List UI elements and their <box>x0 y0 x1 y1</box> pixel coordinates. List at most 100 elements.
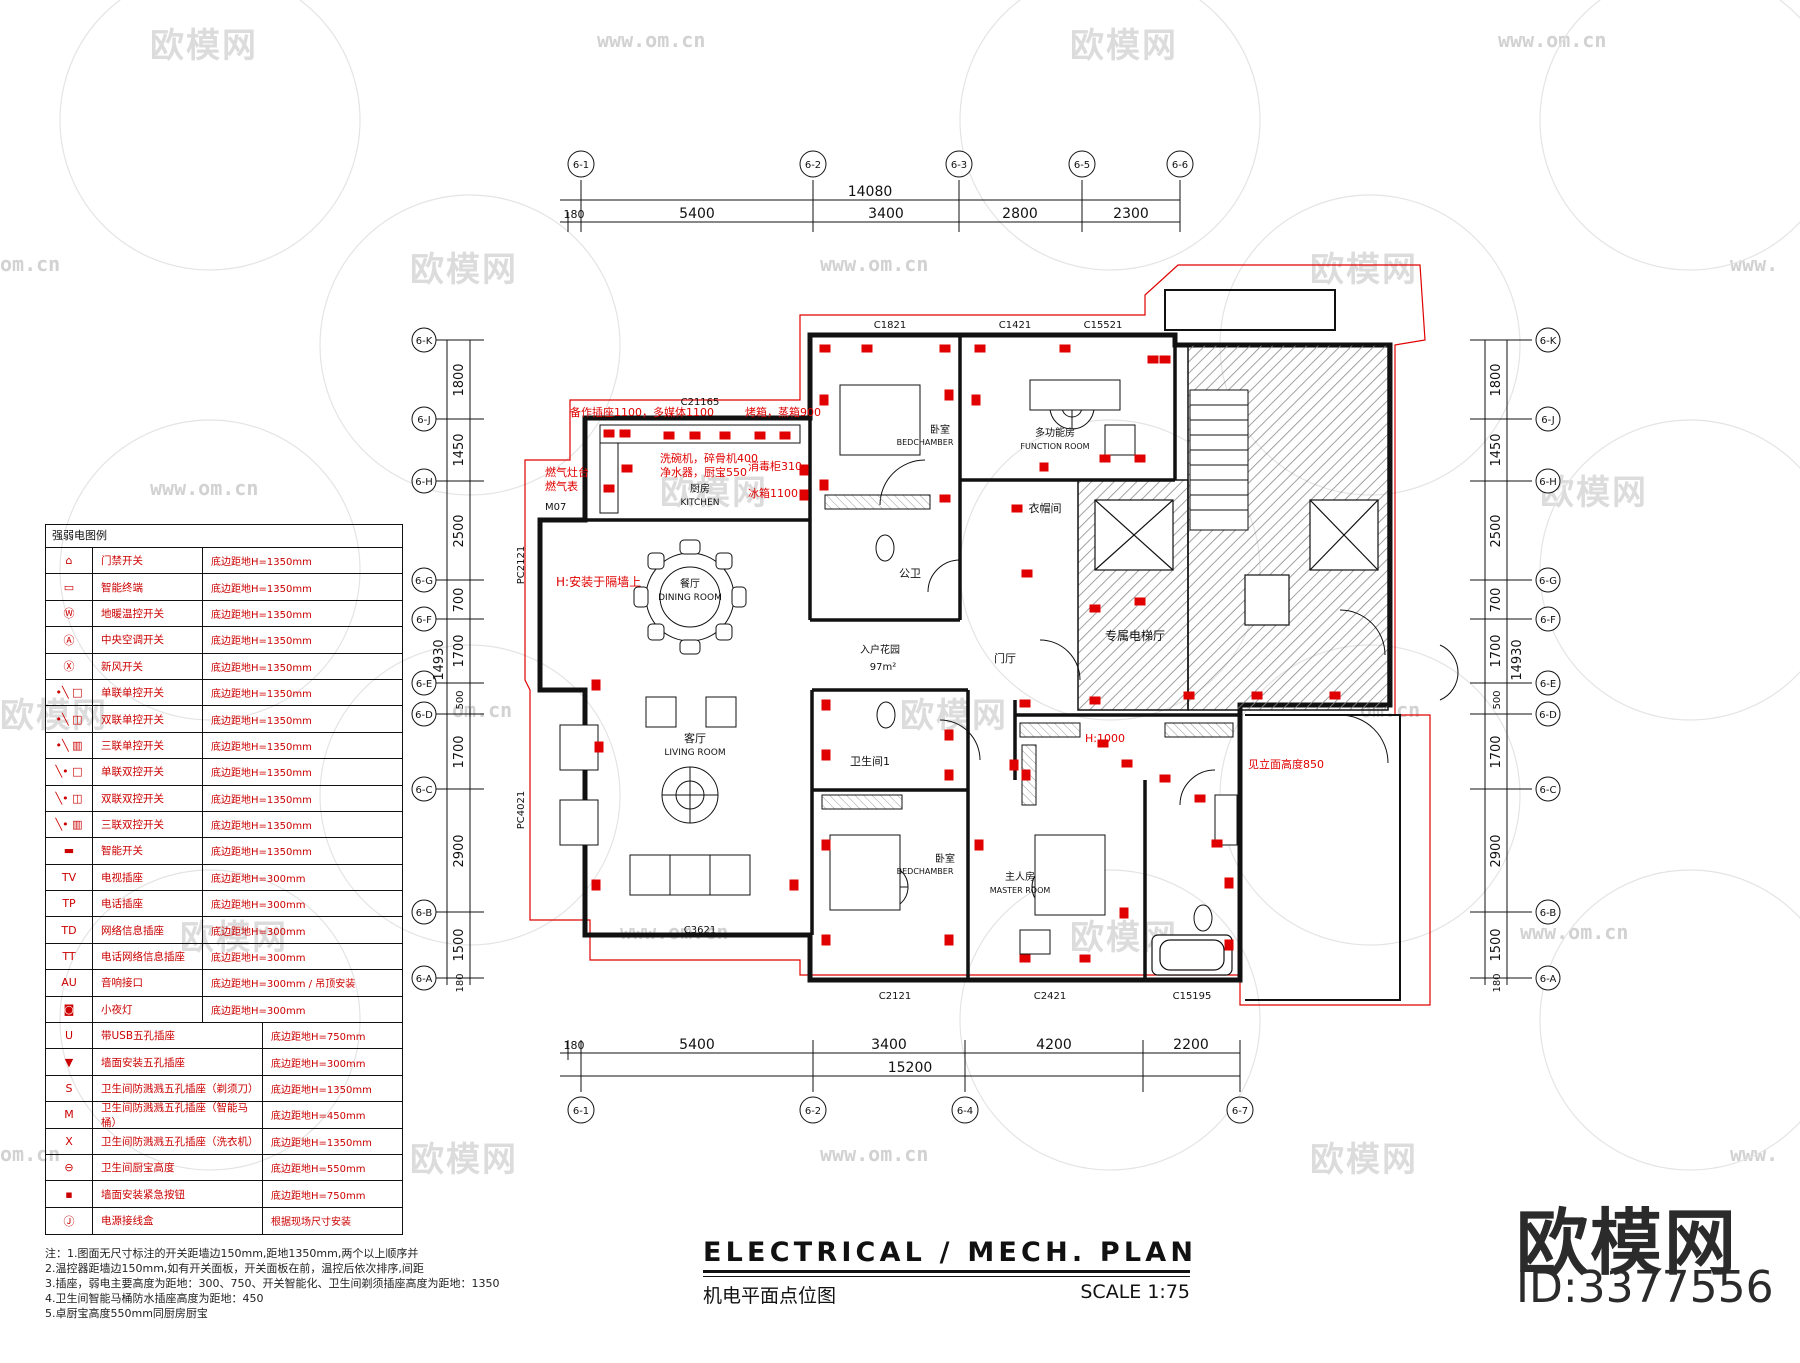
legend-row: ⊖卫生间厨宝高度底边距地H=550mm <box>46 1154 402 1182</box>
legend-symbol-icon: TD <box>46 917 93 943</box>
room-master-en: MASTER ROOM <box>990 886 1051 895</box>
title-sub: 机电平面点位图 SCALE 1:75 <box>703 1281 1190 1308</box>
window-label: C1421 <box>999 320 1031 331</box>
legend-name: 单联双控开关 <box>93 759 203 785</box>
ceiling-fixture <box>661 766 719 824</box>
legend-name: 电视插座 <box>93 864 203 891</box>
legend-symbol-icon: •╲ ◫ <box>46 706 93 732</box>
electrical-annotations: 备作插座1100，多媒体1100 烤箱，蒸箱900 洗碗机，碎骨机400 净水器… <box>545 405 1324 771</box>
legend-name: 三联单控开关 <box>93 732 203 759</box>
grid-top: 6-1 6-2 6-3 6-5 6-6 14080 180 5400 3400 … <box>560 150 1194 232</box>
legend-symbol-icon: ⊖ <box>46 1154 93 1181</box>
room-public-wc: 公卫 <box>899 567 921 580</box>
axis-label: 6-1 <box>573 160 589 171</box>
legend-height: 底边距地H=1350mm <box>211 583 312 595</box>
note-line: 5.卓厨宝高度550mm同厨房厨宝 <box>45 1307 208 1320</box>
legend-symbol-icon: S <box>46 1075 93 1102</box>
legend-height: 底边距地H=1350mm <box>271 1085 372 1096</box>
annotation: 燃气表 <box>545 479 578 493</box>
dim-span: 2900 <box>1489 834 1504 867</box>
window-label: C2121 <box>879 991 911 1002</box>
room-bath1: 卫生间1 <box>850 754 890 768</box>
legend-height: 底边距地H=750mm <box>271 1032 366 1044</box>
window-label: C15195 <box>1173 991 1212 1002</box>
dim-total: 15200 <box>888 1060 933 1076</box>
legend-row: •╲ ◫双联单控开关底边距地H=1350mm <box>46 706 402 733</box>
legend-name: 卫生间防溅溅五孔插座（剃须刀） <box>93 1075 263 1102</box>
title-block: ELECTRICAL / MECH. PLAN 机电平面点位图 SCALE 1:… <box>703 1237 1193 1308</box>
annotation: 洗碗机，碎骨机400 <box>660 451 758 465</box>
axis-label: 6-2 <box>805 160 821 171</box>
drawing-subtitle: 机电平面点位图 <box>703 1285 837 1307</box>
dim-span: 500 <box>455 690 466 709</box>
dim-span: 1700 <box>452 634 467 667</box>
legend-height: 底边距地H=1350mm <box>211 662 312 674</box>
room-elevator: 专属电梯厅 <box>1105 628 1165 643</box>
dim-total: 14930 <box>1510 639 1525 680</box>
legend-symbol-icon: TV <box>46 864 93 891</box>
dim-span: 1500 <box>1489 928 1504 961</box>
legend-row: ▼墙面安装五孔插座底边距地H=300mm <box>46 1049 402 1076</box>
legend-symbol-icon: ▪ <box>46 1181 93 1207</box>
legend-height: 底边距地H=1350mm <box>211 768 312 780</box>
legend-row: ▪墙面安装紧急按钮底边距地H=750mm <box>46 1181 402 1208</box>
legend-symbol-icon: ╲• ◫ <box>46 785 93 811</box>
legend-height: 底边距地H=1350mm <box>211 636 312 648</box>
title-rule <box>703 1276 1190 1277</box>
legend-height: 底边距地H=750mm <box>271 1190 366 1202</box>
legend-symbol-icon: AU <box>46 970 93 996</box>
legend-symbol-icon: M <box>46 1102 93 1128</box>
dim-span: 2200 <box>1173 1037 1209 1053</box>
axis-label: 6-J <box>417 415 430 426</box>
axis-label: 6-1 <box>573 1106 589 1117</box>
axis-label: 6-C <box>1540 785 1557 796</box>
legend-height: 底边距地H=1350mm <box>211 794 312 806</box>
axis-label: 6-B <box>1540 908 1557 919</box>
dim-span: 2900 <box>452 834 467 867</box>
annotation: 见立面高度850 <box>1248 757 1324 771</box>
legend-symbol-icon: TT <box>46 943 93 970</box>
window-label: PC2121 <box>516 546 527 584</box>
dim-offset: 180 <box>564 1039 585 1052</box>
legend-name: 双联双控开关 <box>93 785 203 811</box>
legend-row: ╲• □单联双控开关底边距地H=1350mm <box>46 759 402 786</box>
legend-row: •╲ ▥三联单控开关底边距地H=1350mm <box>46 732 402 760</box>
legend-symbol-icon: Ⓦ <box>46 600 93 627</box>
axis-label: 6-2 <box>805 1106 821 1117</box>
axis-label: 6-A <box>416 974 433 985</box>
legend-name: 门禁开关 <box>93 548 203 574</box>
legend-height: 底边距地H=550mm <box>271 1164 366 1176</box>
window-label: C2421 <box>1034 991 1066 1002</box>
legend-row: •╲ □单联单控开关底边距地H=1350mm <box>46 679 402 707</box>
legend-name: 单联单控开关 <box>93 679 203 706</box>
window-label: C15521 <box>1084 320 1123 331</box>
dim-total: 14080 <box>848 184 893 200</box>
axis-label: 6-D <box>1539 710 1557 721</box>
legend-row: ╲• ◫双联双控开关底边距地H=1350mm <box>46 785 402 812</box>
legend-name: 小夜灯 <box>93 996 203 1023</box>
legend-symbol-icon: X <box>46 1128 93 1154</box>
legend-name: 带USB五孔插座 <box>93 1023 263 1049</box>
bed <box>829 834 901 911</box>
legend-symbol-icon: ▭ <box>46 574 93 600</box>
bed <box>839 384 921 456</box>
legend-symbol-icon: Ⓐ <box>46 627 93 653</box>
note-line: 4.卫生间智能马桶防水插座高度为距地：450 <box>45 1292 264 1305</box>
legend-name: 墙面安装五孔插座 <box>93 1049 263 1075</box>
dim-span: 1450 <box>452 433 467 466</box>
axis-label: 6-G <box>1539 576 1557 587</box>
room-kitchen-cn: 厨房 <box>690 482 710 495</box>
legend-name: 音响接口 <box>93 970 203 996</box>
grid-bottom: 6-1 6-2 6-4 6-7 180 5400 3400 4200 2200 … <box>560 1037 1254 1124</box>
legend-name: 墙面安装紧急按钮 <box>93 1181 263 1207</box>
room-kitchen-en: KITCHEN <box>681 498 720 508</box>
sofa <box>629 854 751 896</box>
dim-span: 2500 <box>1489 514 1504 547</box>
